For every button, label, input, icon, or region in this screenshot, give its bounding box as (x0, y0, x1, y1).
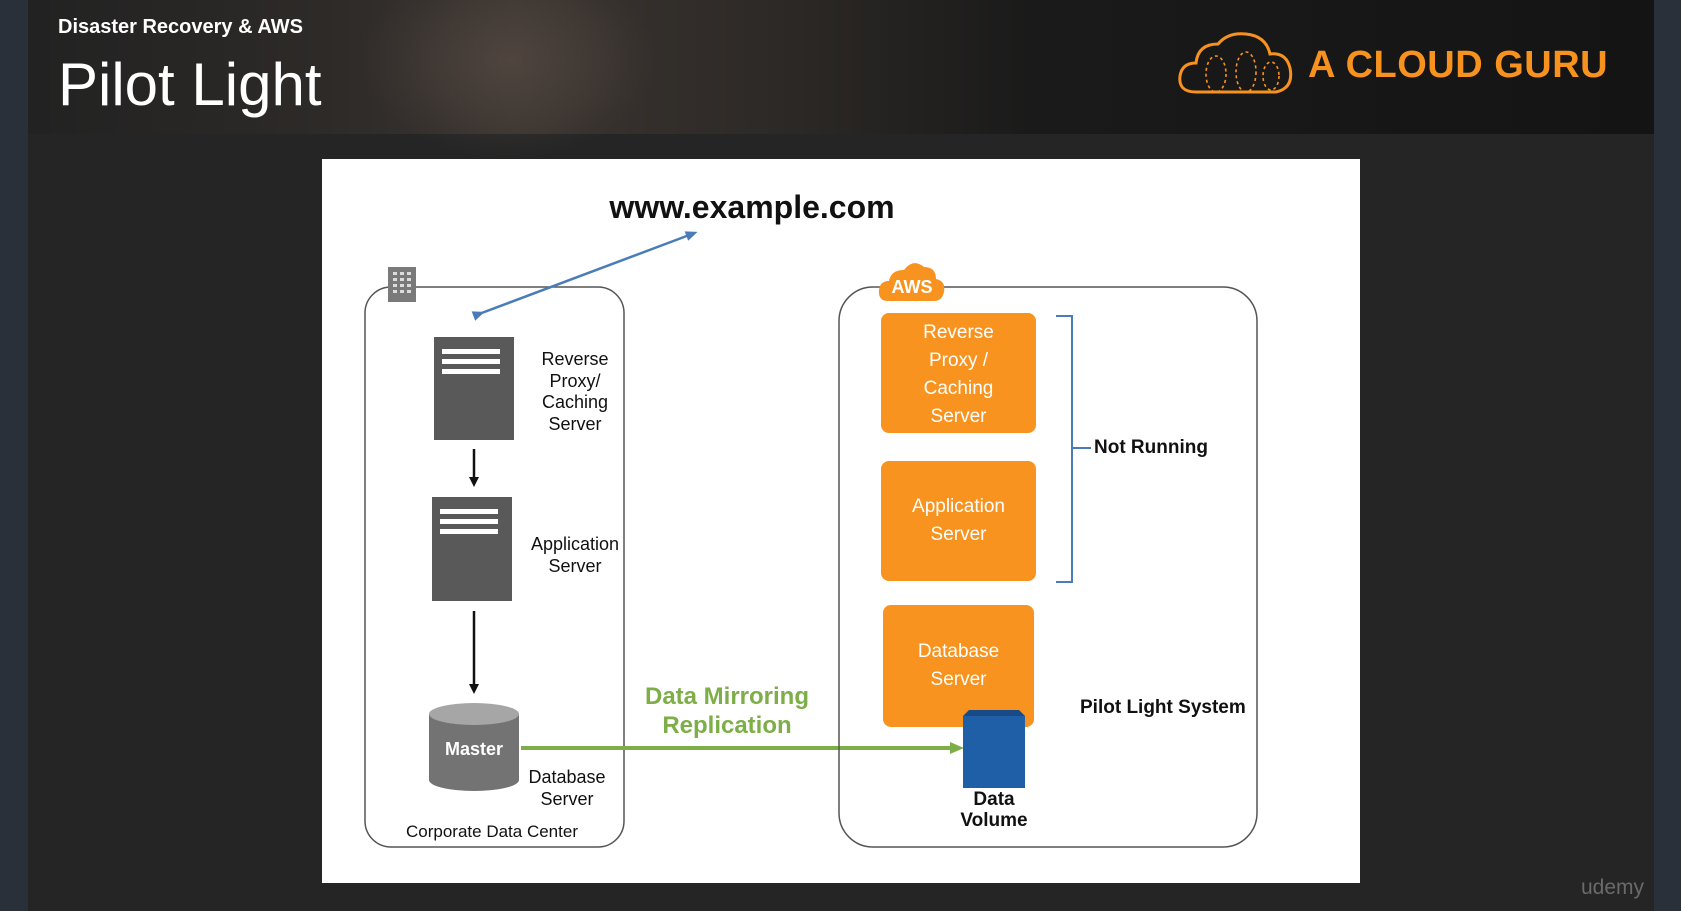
data-volume-label: Data Volume (960, 789, 1028, 831)
proxy-server-icon (434, 337, 514, 440)
pilot-light-label: Pilot Light System (1080, 697, 1246, 718)
aws-cloud-icon (878, 263, 945, 301)
aws-db-label: Database Server (917, 641, 1000, 690)
corporate-data-center-label: Corporate Data Center (406, 822, 578, 841)
corporate-proxy-label: Reverse Proxy/ Caching Server (541, 349, 609, 434)
corporate-app-label: Application Server (530, 534, 620, 576)
course-title: Disaster Recovery & AWS (58, 16, 303, 38)
web-traffic-arrow (471, 231, 698, 321)
aws-proxy-box (881, 313, 1036, 433)
aws-app-label: Application Server (912, 496, 1005, 545)
not-running-bracket (1056, 315, 1073, 583)
building-icon (388, 267, 416, 302)
aws-app-box (881, 461, 1036, 581)
aws-proxy-label: Reverse Proxy / Caching Server (923, 322, 994, 427)
replication-label: Data Mirroring Replication (644, 683, 809, 739)
data-volume-icon (963, 710, 1025, 788)
aws-badge: AWS (891, 277, 933, 297)
diagram-canvas (364, 231, 1258, 848)
aws-db-box (883, 605, 1034, 727)
slide-title: Pilot Light (58, 51, 322, 118)
corporate-db-label: Database Server (528, 767, 606, 809)
master-label: Master (444, 739, 504, 759)
video-frame: Disaster Recovery & AWS Pilot Light A CL… (28, 0, 1654, 911)
diagram-slide: www.example.com Reverse Proxy/ Caching S… (322, 159, 1360, 883)
brand-name: A CLOUD GURU (1308, 44, 1609, 86)
app-server-icon (432, 497, 512, 601)
slide-header: Disaster Recovery & AWS Pilot Light A CL… (28, 0, 1654, 160)
cloud-logo-icon (1178, 32, 1293, 94)
udemy-watermark: udemy (1581, 876, 1645, 899)
website-url: www.example.com (609, 189, 895, 225)
presenter-background (358, 0, 658, 160)
master-database-icon (429, 703, 519, 791)
not-running-label: Not Running (1094, 437, 1208, 458)
aws-container (838, 286, 1258, 848)
